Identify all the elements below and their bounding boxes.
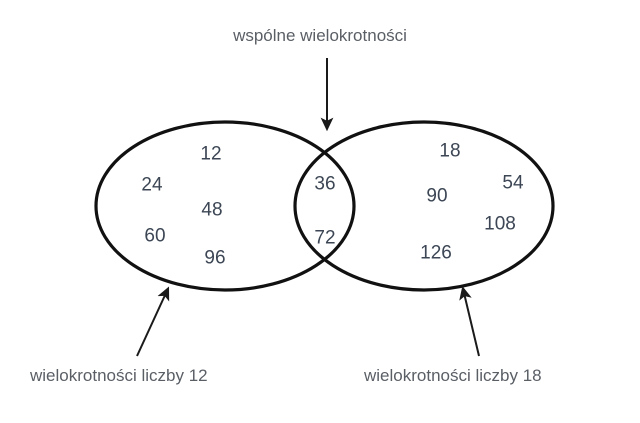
common-multiples-title: wspólne wielokrotności <box>233 26 407 45</box>
right-only-number: 90 <box>426 185 448 207</box>
left-only-number: 48 <box>201 199 223 221</box>
intersection-number: 72 <box>314 227 336 249</box>
right-only-number: 108 <box>484 213 516 235</box>
intersection-number: 36 <box>314 173 336 195</box>
left-set-ellipse <box>94 120 356 292</box>
left-set-label: wielokrotności liczby 12 <box>30 366 208 385</box>
left-only-number: 60 <box>144 225 166 247</box>
left-only-number: 96 <box>204 247 226 269</box>
right-only-number: 54 <box>502 172 524 194</box>
left-only-number: 24 <box>141 174 163 196</box>
left-only-number: 12 <box>200 143 222 165</box>
right-set-label: wielokrotności liczby 18 <box>364 366 542 385</box>
right-label-arrow <box>459 285 480 357</box>
right-only-number: 126 <box>420 242 452 264</box>
right-only-number: 18 <box>439 140 461 162</box>
right-set-ellipse <box>293 120 555 292</box>
left-label-arrow <box>136 286 170 357</box>
